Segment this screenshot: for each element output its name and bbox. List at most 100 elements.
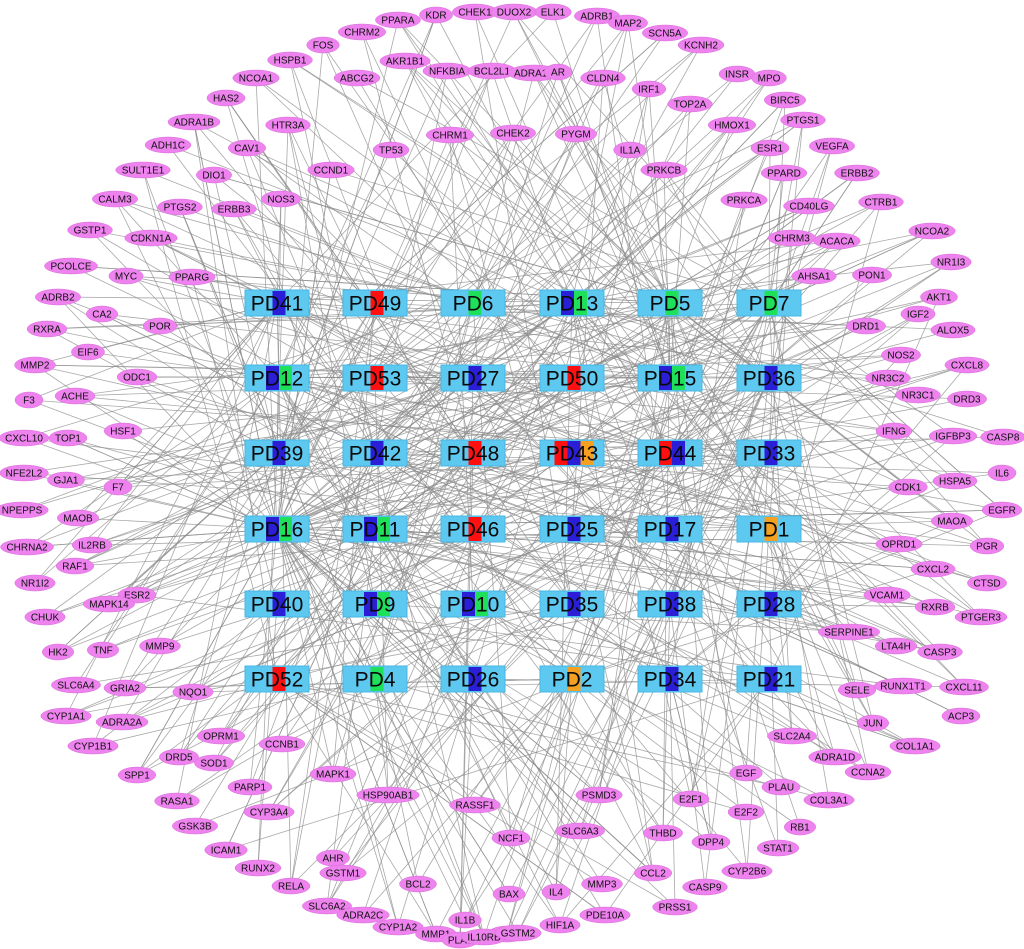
compound-node[interactable]: PD7	[736, 289, 802, 317]
gene-node[interactable]: PLAU	[761, 778, 801, 796]
gene-node[interactable]: PARP1	[227, 778, 273, 796]
gene-node[interactable]: CXCL8	[944, 356, 990, 374]
gene-node[interactable]: MMP9	[139, 637, 181, 655]
gene-node[interactable]: ELK1	[534, 3, 572, 21]
gene-node[interactable]: NCF1	[491, 829, 531, 847]
gene-node[interactable]: PTGER3	[954, 608, 1008, 626]
gene-node[interactable]: CXCL11	[939, 678, 989, 696]
gene-node[interactable]: NCOA2	[908, 222, 956, 240]
gene-node[interactable]: HK2	[42, 643, 74, 661]
gene-node[interactable]: MMP3	[581, 875, 623, 893]
gene-node[interactable]: ACACA	[813, 232, 861, 250]
gene-node[interactable]: EGF	[729, 764, 763, 782]
gene-node[interactable]: VEGFA	[809, 137, 855, 155]
gene-node[interactable]: PDE10A	[579, 906, 631, 924]
gene-node[interactable]: OPRD1	[875, 535, 923, 553]
gene-node[interactable]: IGFBP3	[928, 427, 978, 445]
gene-node[interactable]: LTA4H	[874, 637, 918, 655]
gene-node[interactable]: RELA	[271, 877, 311, 895]
gene-node[interactable]: MAPK1	[309, 765, 357, 783]
gene-node[interactable]: PPARD	[760, 164, 808, 182]
gene-node[interactable]: ODC1	[116, 368, 158, 386]
gene-node[interactable]: PCOLCE	[44, 257, 98, 275]
gene-node[interactable]: MMP2	[14, 356, 56, 374]
gene-node[interactable]: IL4	[541, 883, 571, 901]
gene-node[interactable]: VCAM1	[863, 586, 911, 604]
compound-node[interactable]: PD38	[637, 590, 703, 618]
compound-node[interactable]: PD34	[637, 665, 703, 693]
gene-node[interactable]: ADRB2	[35, 288, 81, 306]
gene-node[interactable]: AHR	[316, 849, 350, 867]
gene-node[interactable]: CYP1B1	[67, 737, 119, 755]
gene-node[interactable]: SLC6A3	[555, 822, 605, 840]
gene-node[interactable]: HAS2	[206, 89, 246, 107]
gene-node[interactable]: SOD1	[194, 754, 234, 772]
gene-node[interactable]: HSF1	[103, 422, 143, 440]
gene-node[interactable]: SLC6A4	[51, 676, 101, 694]
gene-node[interactable]: OPRM1	[196, 727, 246, 745]
gene-node[interactable]: ERBB3	[211, 200, 257, 218]
gene-node[interactable]: IL2RB	[71, 536, 113, 554]
gene-node[interactable]: EGFR	[981, 501, 1023, 519]
gene-node[interactable]: ADRA1B	[167, 113, 221, 131]
gene-node[interactable]: NR3C1	[895, 386, 941, 404]
gene-node[interactable]: FOS	[306, 36, 340, 54]
gene-node[interactable]: ADRA2C	[336, 906, 390, 924]
gene-node[interactable]: IRF1	[631, 80, 667, 98]
gene-node[interactable]: RAF1	[55, 557, 95, 575]
gene-node[interactable]: SERPINE1	[818, 623, 880, 641]
gene-node[interactable]: MYC	[108, 267, 144, 285]
gene-node[interactable]: SPP1	[117, 766, 157, 784]
gene-node[interactable]: PON1	[852, 266, 892, 284]
compound-node[interactable]: PD9	[342, 590, 408, 618]
gene-node[interactable]: NPEPPS	[0, 501, 49, 519]
gene-node[interactable]: NFE2L2	[0, 464, 49, 482]
gene-node[interactable]: ESR1	[750, 139, 790, 157]
gene-node[interactable]: STAT1	[756, 839, 800, 857]
gene-node[interactable]: DRD5	[159, 748, 199, 766]
gene-node[interactable]: E2F1	[672, 790, 710, 808]
gene-node[interactable]: CHRM2	[337, 23, 387, 41]
gene-node[interactable]: COL3A1	[803, 791, 855, 809]
gene-node[interactable]: ADRA1D	[808, 748, 862, 766]
gene-node[interactable]: NFKBIA	[422, 62, 472, 80]
gene-node[interactable]: PPARA	[375, 11, 421, 29]
gene-node[interactable]: NOS3	[261, 190, 301, 208]
gene-node[interactable]: CHRNA2	[0, 538, 54, 556]
compound-node[interactable]: PD16	[244, 515, 310, 543]
gene-node[interactable]: NR3C2	[865, 369, 911, 387]
gene-node[interactable]: CLDN4	[580, 69, 626, 87]
gene-node[interactable]: CTRB1	[858, 193, 904, 211]
gene-node[interactable]: ICAM1	[204, 841, 248, 859]
gene-node[interactable]: MAOB	[57, 509, 99, 527]
compound-node[interactable]: PD43	[539, 439, 605, 467]
gene-node[interactable]: MAP2	[608, 14, 648, 32]
gene-node[interactable]: POR	[142, 317, 178, 335]
gene-node[interactable]: DPP4	[691, 833, 731, 851]
gene-node[interactable]: NCOA1	[232, 69, 280, 87]
compound-node[interactable]: PD42	[342, 439, 408, 467]
gene-node[interactable]: CD40LG	[783, 197, 835, 215]
gene-node[interactable]: CYP2B6	[721, 862, 773, 880]
gene-node[interactable]: ADH1C	[144, 136, 192, 154]
compound-node[interactable]: PD52	[244, 665, 310, 693]
compound-node[interactable]: PD46	[440, 515, 506, 543]
gene-node[interactable]: RUNX1T1	[873, 677, 933, 695]
compound-node[interactable]: PD27	[440, 364, 506, 392]
gene-node[interactable]: F3	[14, 391, 44, 409]
gene-node[interactable]: AKT1	[920, 288, 958, 306]
gene-node[interactable]: HIF1A	[539, 916, 581, 934]
compound-node[interactable]: PD53	[342, 364, 408, 392]
compound-node[interactable]: PD39	[244, 439, 310, 467]
gene-node[interactable]: CCL2	[633, 864, 673, 882]
gene-node[interactable]: KCNH2	[677, 36, 725, 54]
compound-node[interactable]: PD41	[244, 289, 310, 317]
gene-node[interactable]: TP53	[372, 141, 410, 159]
gene-node[interactable]: ADRA2A	[95, 713, 149, 731]
gene-node[interactable]: CAV1	[228, 139, 266, 157]
gene-node[interactable]: IL1A	[613, 141, 647, 159]
compound-node[interactable]: PD11	[342, 515, 408, 543]
gene-node[interactable]: GSTP1	[67, 221, 113, 239]
compound-node[interactable]: PD33	[736, 439, 802, 467]
gene-node[interactable]: RASA1	[154, 792, 200, 810]
